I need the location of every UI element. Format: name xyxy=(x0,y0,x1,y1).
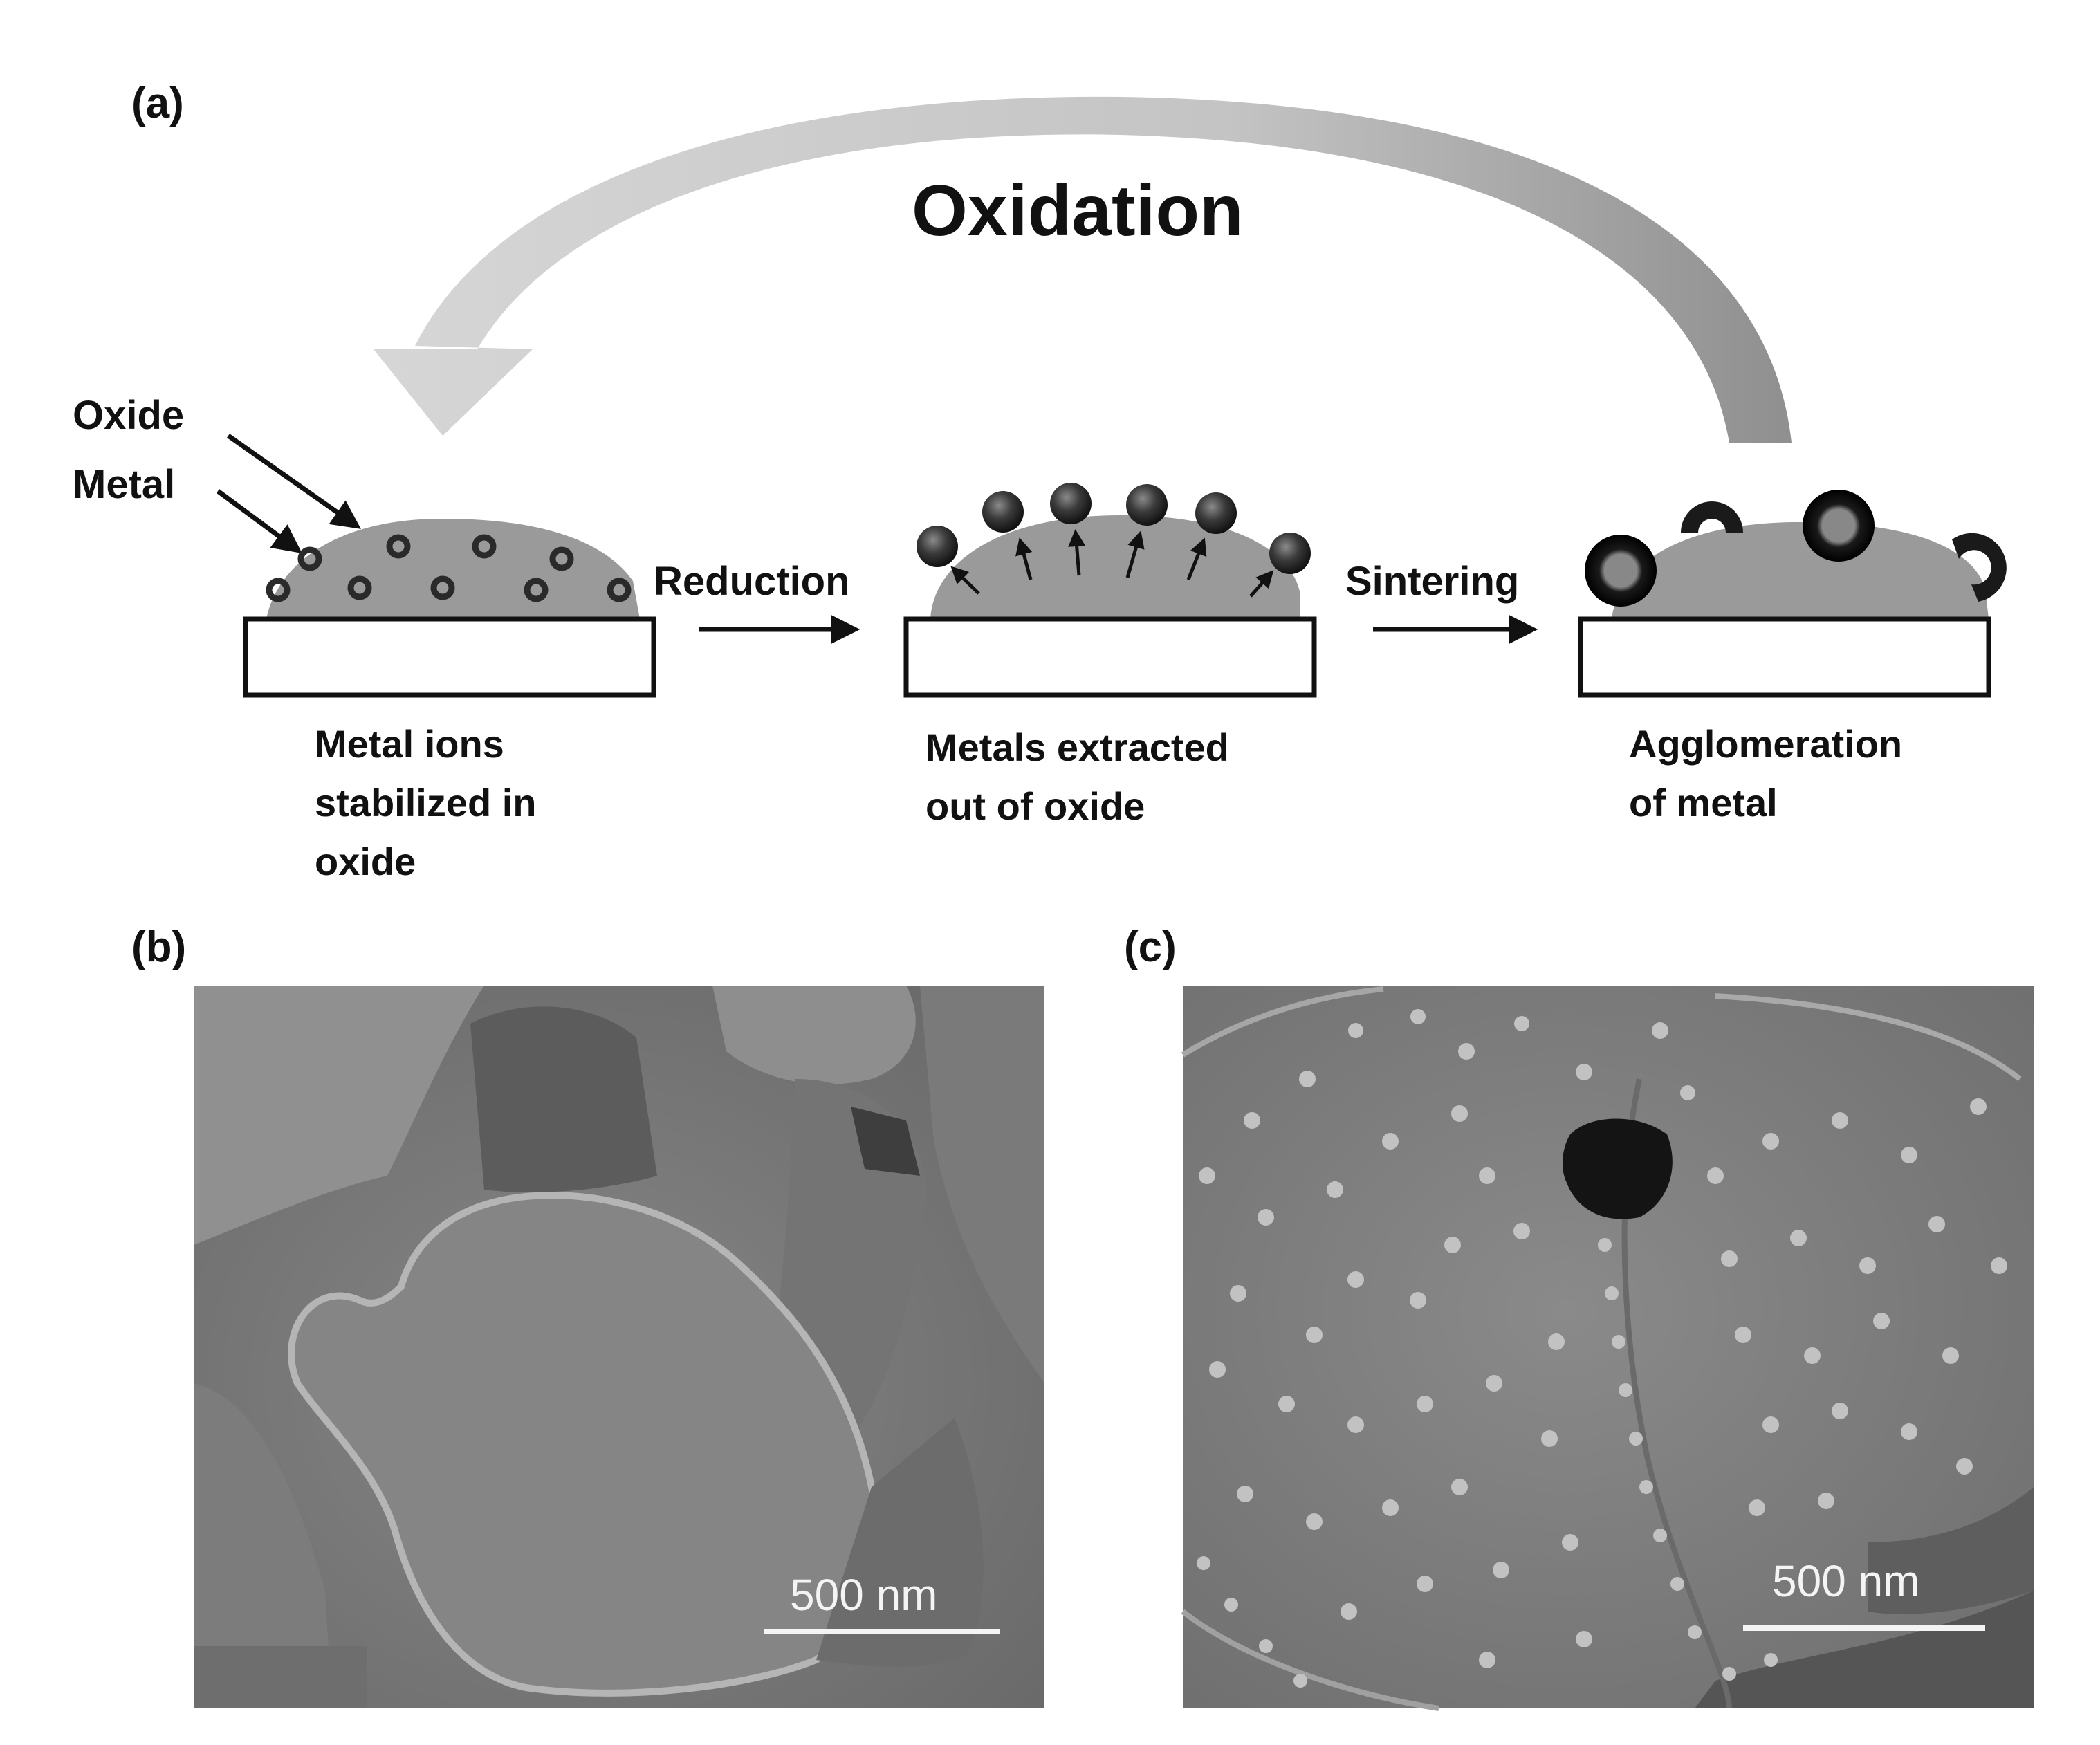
caption-line: of metal xyxy=(1629,781,1778,824)
caption-line: oxide xyxy=(315,840,416,883)
substrate xyxy=(1578,616,1991,698)
scale-bar-b xyxy=(764,1629,1000,1634)
scale-bar-label-b: 500 nm xyxy=(790,1570,937,1620)
panel-c: (c) xyxy=(1124,923,2034,1711)
caption-line: stabilized in xyxy=(315,781,537,824)
sem-image-b: 500 nm xyxy=(194,986,1044,1708)
metal-pointer-arrow xyxy=(216,489,302,553)
extraction-arrow xyxy=(1186,537,1207,580)
oxide-layer xyxy=(930,515,1300,619)
panel-a-label: (a) xyxy=(131,80,184,127)
panel-c-label: (c) xyxy=(1124,923,1177,971)
metal-particle xyxy=(917,526,958,567)
panel-b-label: (b) xyxy=(131,923,186,971)
substrate xyxy=(903,616,1317,698)
sem-nanoparticles xyxy=(1197,1009,2007,1688)
sintering-label: Sintering xyxy=(1345,559,1519,604)
stage-1-schematic xyxy=(243,519,656,698)
agglomerated-particle xyxy=(1803,490,1875,562)
oxidation-arc-arrow xyxy=(374,96,1792,443)
caption-stage-2: Metals extracted out of oxide xyxy=(925,726,1229,828)
metal-particle xyxy=(1195,492,1237,534)
metal-particle xyxy=(982,491,1024,533)
metal-ion xyxy=(297,546,322,571)
metal-ion xyxy=(524,578,549,602)
oxide-pointer-arrow xyxy=(226,434,361,529)
legend-metal-label: Metal xyxy=(73,462,175,507)
oxide-layer xyxy=(266,519,640,619)
sem-pore xyxy=(1562,1118,1673,1219)
metal-ion xyxy=(386,534,411,559)
extraction-arrow xyxy=(1125,530,1145,578)
scale-bar-c xyxy=(1743,1625,1985,1631)
oxidation-label: Oxidation xyxy=(912,171,1244,251)
legend-oxide-label: Oxide xyxy=(73,393,184,438)
panel-a: (a) Oxidation Oxide Metal xyxy=(73,80,2007,883)
extraction-arrow xyxy=(1068,529,1086,576)
scale-bar-label-c: 500 nm xyxy=(1772,1556,1919,1606)
stage-3-schematic xyxy=(1578,490,2007,698)
substrate xyxy=(243,616,656,698)
metal-ion xyxy=(430,575,455,600)
metal-particle xyxy=(1126,484,1168,526)
metal-ion xyxy=(549,546,574,571)
caption-stage-3: Agglomeration of metal xyxy=(1629,722,1902,824)
caption-line: Agglomeration xyxy=(1629,722,1902,766)
caption-line: out of oxide xyxy=(925,784,1145,828)
panel-b: (b) 500 nm xyxy=(131,923,1044,1708)
extraction-arrow xyxy=(1249,570,1274,598)
extracted-metal-particles xyxy=(917,483,1311,574)
agglomerated-particle xyxy=(1681,501,1743,533)
extraction-arrow xyxy=(950,566,980,595)
extraction-arrow xyxy=(1015,537,1033,580)
caption-stage-1: Metal ions stabilized in oxide xyxy=(315,722,537,883)
metal-particle xyxy=(1269,533,1311,574)
extraction-arrows xyxy=(950,529,1274,598)
reduction-label: Reduction xyxy=(654,559,850,604)
metal-ion xyxy=(347,575,372,600)
caption-line: Metal ions xyxy=(315,722,504,766)
metal-ion-particles xyxy=(266,534,632,602)
agglomerated-particle xyxy=(1585,535,1657,607)
oxide-layer xyxy=(1612,522,1989,619)
caption-line: Metals extracted xyxy=(925,726,1229,769)
sem-image-c: 500 nm xyxy=(1181,986,2034,1711)
metal-ion xyxy=(266,578,291,602)
metal-particle xyxy=(1050,483,1092,524)
metal-ion xyxy=(472,534,497,559)
metal-ion xyxy=(607,578,632,602)
agglomerated-particle xyxy=(1952,533,2007,602)
agglomerated-metal-particles xyxy=(1585,490,2007,607)
stage-2-schematic xyxy=(903,483,1317,698)
